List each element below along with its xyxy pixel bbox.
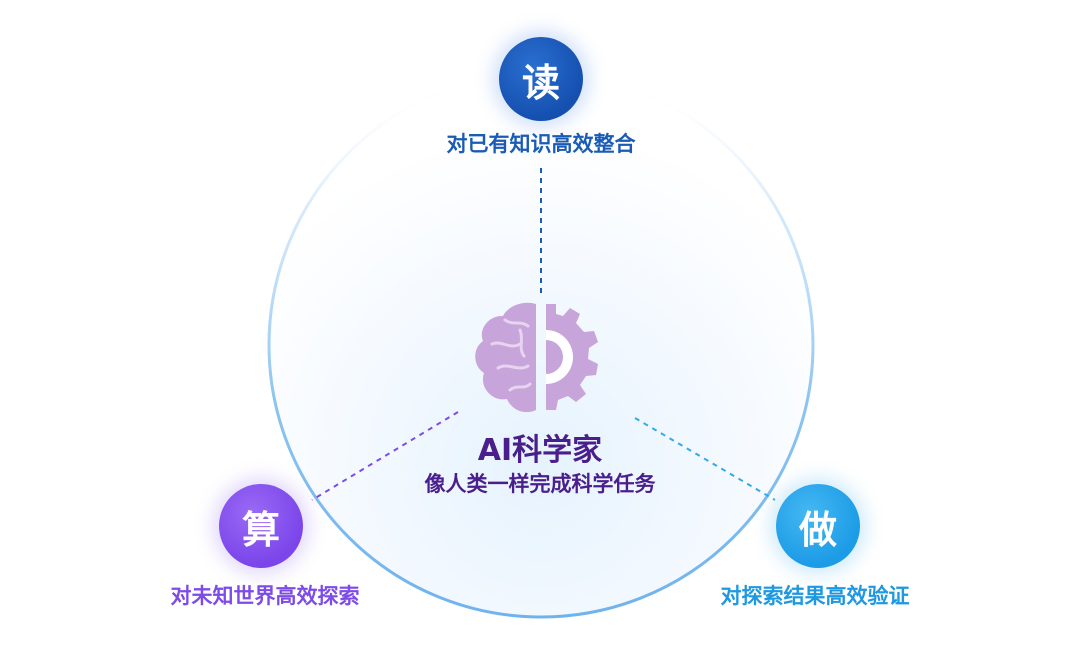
calc-node: 算: [219, 484, 303, 568]
do-glyph: 做: [798, 507, 837, 552]
center-title: AI科学家: [477, 433, 603, 468]
read-node: 读: [499, 37, 583, 121]
connector-calc: [311, 411, 459, 501]
do-label: 对探索结果高效验证: [720, 584, 910, 608]
read-label: 对已有知识高效整合: [446, 132, 636, 156]
brain-gear-icon: [475, 302, 598, 413]
calc-glyph: 算: [241, 507, 280, 552]
calc-label: 对未知世界高效探索: [170, 584, 360, 608]
do-node: 做: [776, 484, 860, 568]
read-glyph: 读: [521, 60, 560, 105]
connector-do: [634, 417, 776, 501]
center-subtitle: 像人类一样完成科学任务: [424, 472, 656, 496]
